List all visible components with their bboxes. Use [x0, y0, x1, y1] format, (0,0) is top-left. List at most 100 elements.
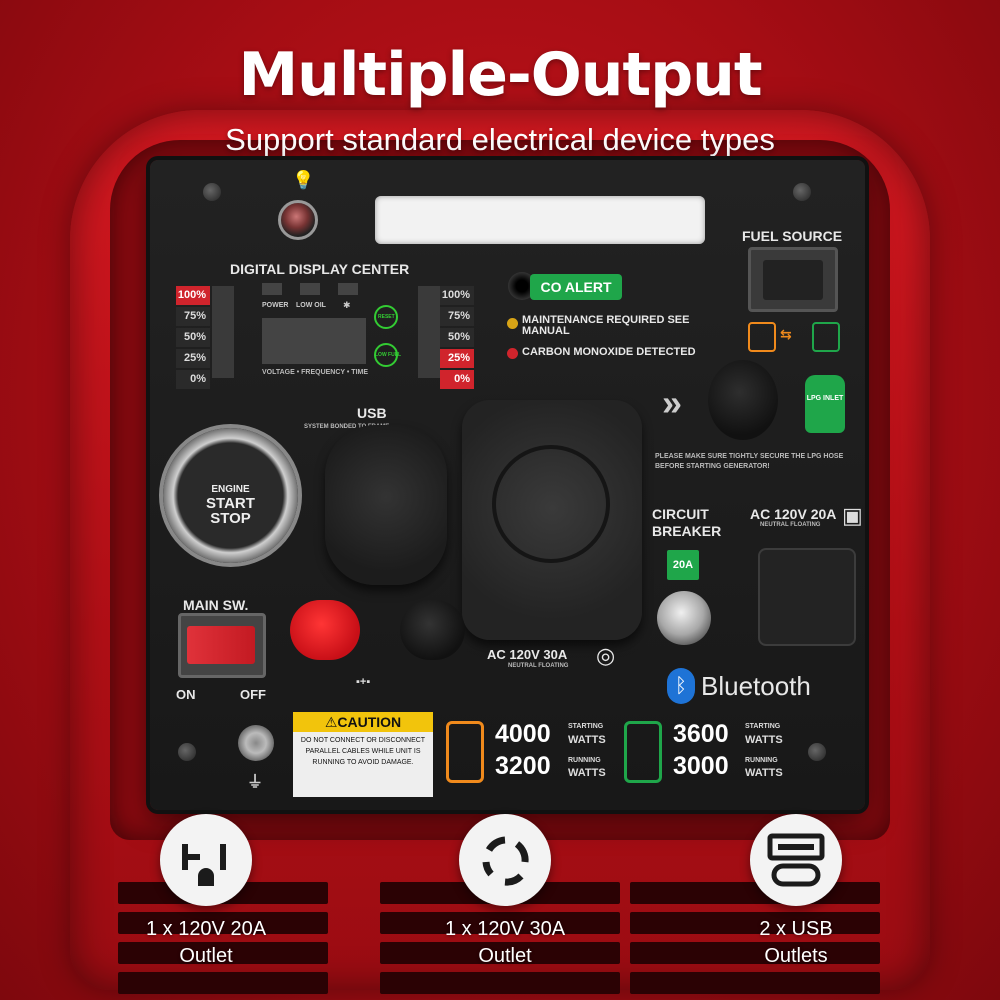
power-indicator	[262, 283, 282, 295]
low-oil-label: LOW OIL	[296, 302, 326, 309]
fuel-source-switch[interactable]	[748, 247, 838, 312]
feature-line1: 1 x 120V 30A	[444, 918, 566, 940]
watts-label: WATTS	[568, 767, 606, 779]
lpg-warning: PLEASE MAKE SURE TIGHTLY SECURE THE LPG …	[655, 453, 844, 470]
low-fuel-button[interactable]	[374, 343, 398, 367]
system-bonded-label: SYSTEM BONDED TO FRAME	[304, 424, 390, 430]
gas-starting-watts: 4000	[495, 720, 551, 748]
gas-pump-icon	[748, 322, 776, 352]
vent-slot	[630, 972, 880, 994]
maintenance-dot	[507, 318, 518, 329]
vent-slot	[118, 942, 328, 964]
ac-20-sub: NEUTRAL FLOATING	[760, 522, 821, 528]
lpg-running-watts: 3000	[673, 752, 729, 780]
arrow-icon: ⇆	[780, 326, 792, 342]
meter-level: 100%	[176, 286, 210, 305]
start-button-text: ENGINE START STOP	[163, 484, 298, 528]
caution-body: DO NOT CONNECT OR DISCONNECT PARALLEL CA…	[300, 737, 426, 767]
maintenance-label: MAINTENANCE REQUIRED SEE MANUAL	[522, 314, 690, 337]
vent-slot	[380, 972, 620, 994]
main-power-switch[interactable]	[178, 613, 266, 678]
meter-level: 50%	[440, 328, 474, 347]
fuel-source-label: FUEL SOURCE	[742, 228, 843, 244]
screw-icon	[808, 743, 826, 761]
twist-lock-outlet-cover[interactable]	[462, 400, 642, 640]
low-fuel-label: LOW FUEL	[375, 352, 402, 358]
meter-level: 75%	[176, 307, 210, 326]
running-label: RUNNING	[568, 757, 601, 764]
breaker-rating-badge: 20A	[667, 550, 699, 580]
carbon-label: CARBON MONOXIDE DETECTED	[522, 346, 696, 358]
outlet-small-icon: ▣	[842, 503, 863, 528]
twist-lock-small-icon: ◎	[596, 643, 616, 668]
caution-title: ⚠CAUTION	[293, 712, 433, 732]
chevron-right-icon: »	[662, 382, 683, 423]
meter-level: 25%	[440, 349, 474, 368]
lpg-inlet-badge: LPG INLET	[805, 375, 845, 433]
light-button[interactable]	[278, 200, 318, 240]
on-label: ON	[176, 687, 196, 702]
feature-label-20a: 1 x 120V 20A Outlet	[86, 916, 326, 970]
left-meter-bar	[212, 286, 234, 378]
meter-level: 25%	[176, 349, 210, 368]
lpg-inlet-cap[interactable]	[708, 360, 778, 440]
feature-line2: Outlet	[179, 945, 233, 967]
meter-level: 75%	[440, 307, 474, 326]
carbon-dot	[507, 348, 518, 359]
ground-icon: ⏚	[247, 774, 264, 791]
meter-level: 0%	[176, 370, 210, 389]
l5-30-twist-lock-icon	[459, 814, 551, 906]
power-label: POWER	[262, 302, 289, 309]
usb-port-cover[interactable]	[325, 425, 447, 585]
ac-30-label: AC 120V 30A	[487, 647, 568, 662]
feature-label-30a: 1 x 120V 30A Outlet	[385, 916, 625, 970]
nema-20a-outlet[interactable]	[758, 548, 856, 646]
parallel-port-red[interactable]	[290, 600, 360, 660]
off-label: OFF	[240, 687, 266, 702]
meter-level: 0%	[440, 370, 474, 389]
starting-label: STARTING	[745, 723, 781, 730]
meter-level: 100%	[440, 286, 474, 305]
watts-label: WATTS	[745, 734, 783, 746]
feature-line2: Outlet	[478, 945, 532, 967]
light-bar	[375, 196, 705, 244]
vent-slot	[380, 942, 620, 964]
vent-slot	[630, 942, 880, 964]
screw-icon	[178, 743, 196, 761]
running-label: RUNNING	[745, 757, 778, 764]
low-oil-indicator	[300, 283, 320, 295]
lpg-icon	[624, 721, 662, 783]
bluetooth-icon: ᛒ	[667, 668, 695, 704]
vent-slot	[118, 912, 328, 934]
vent-slot	[380, 912, 620, 934]
engine-label: ENGINE	[211, 484, 250, 495]
vent-slot	[118, 972, 328, 994]
screw-icon	[793, 183, 811, 201]
feature-line1: 1 x 120V 20A	[145, 918, 267, 940]
usb-port-icon	[750, 814, 842, 906]
gas-running-watts: 3200	[495, 752, 551, 780]
meter-level: 50%	[176, 328, 210, 347]
lcd-display	[262, 318, 366, 364]
feature-line2: Outlets	[764, 945, 828, 967]
breaker-label: BREAKER	[652, 523, 722, 539]
stop-label: STOP	[210, 510, 251, 528]
bluetooth-text: Bluetooth	[701, 670, 811, 701]
nema-5-20-outlet-icon	[160, 814, 252, 906]
left-meter: 100% 75% 50% 25% 0%	[176, 286, 210, 391]
parallel-icon: ▪+▪	[356, 676, 371, 688]
display-title: DIGITAL DISPLAY CENTER	[230, 261, 410, 277]
circuit-breaker-button[interactable]	[657, 591, 711, 645]
feature-label-usb: 2 x USB Outlets	[676, 916, 916, 970]
gasoline-icon	[446, 721, 484, 783]
ground-terminal[interactable]	[238, 725, 274, 761]
parallel-port-black[interactable]	[400, 600, 465, 660]
engine-start-button[interactable]	[163, 428, 298, 563]
circuit-label: CIRCUIT	[652, 506, 709, 522]
ac-20-label: AC 120V 20A	[750, 506, 837, 522]
reset-label: RESET	[378, 314, 395, 320]
bluetooth-logo: ᛒ Bluetooth	[667, 668, 811, 704]
reset-button[interactable]	[374, 305, 398, 329]
co-alert-badge: CO ALERT	[530, 274, 622, 300]
headline: Multiple-Output	[238, 40, 762, 110]
